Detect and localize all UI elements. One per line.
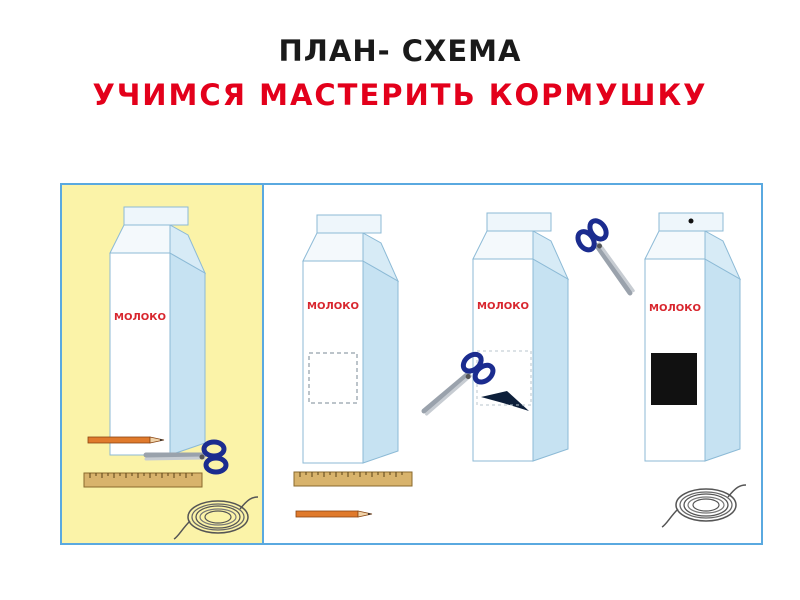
pencil-icon: [295, 510, 373, 518]
step-punch-hole: МОЛОКО: [573, 212, 747, 528]
carton-label: МОЛОКО: [477, 301, 529, 312]
pencil-icon: [87, 436, 165, 444]
cut-opening: [481, 391, 529, 411]
step-materials: МОЛОКО: [83, 206, 259, 540]
page-title: ПЛАН- СХЕМА: [278, 34, 522, 68]
carton-label: МОЛОКО: [114, 312, 166, 323]
window-outline: [308, 352, 358, 404]
hanging-hole: [688, 218, 694, 224]
step-mark-window: МОЛОКО: [293, 214, 413, 518]
page-subtitle: УЧИМСЯ МАСТЕРИТЬ КОРМУШКУ: [92, 78, 708, 112]
scheme-panel: МОЛОКО МОЛОКО МОЛОКО МОЛОКО: [60, 183, 763, 545]
feeder-window: [651, 353, 697, 405]
milk-carton-icon: МОЛОКО: [644, 212, 741, 462]
carton-label: МОЛОКО: [307, 301, 359, 312]
ruler-icon: [293, 471, 413, 487]
milk-carton-icon: МОЛОКО: [472, 212, 569, 462]
step-cut-window: МОЛОКО: [416, 212, 569, 462]
milk-carton-icon: МОЛОКО: [109, 206, 206, 456]
milk-carton-icon: МОЛОКО: [302, 214, 399, 464]
carton-label: МОЛОКО: [649, 303, 701, 314]
ruler-icon: [83, 472, 203, 488]
